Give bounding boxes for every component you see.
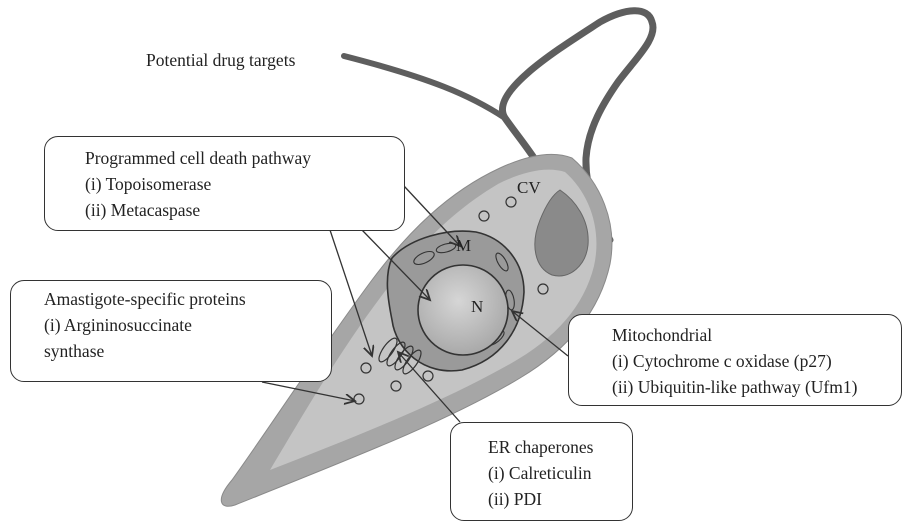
label-nucleus: N <box>471 297 483 317</box>
er-item-1: (i) Calreticulin <box>488 460 632 486</box>
mitochondrial-item-1: (i) Cytochrome c oxidase (p27) <box>612 348 901 374</box>
mitochondrial-heading: Mitochondrial <box>612 322 901 348</box>
amastigote-item-1-cont: synthase <box>44 338 331 364</box>
flagellum-tail <box>344 56 505 118</box>
pcd-item-1: (i) Topoisomerase <box>85 171 404 197</box>
amastigote-proteins-box: Amastigote-specific proteins (i) Arginin… <box>10 280 332 382</box>
pcd-heading: Programmed cell death pathway <box>85 145 404 171</box>
pcd-pathway-box: Programmed cell death pathway (i) Topois… <box>44 136 405 231</box>
er-item-2: (ii) PDI <box>488 486 632 512</box>
mitochondrial-item-2: (ii) Ubiquitin-like pathway (Ufm1) <box>612 374 901 400</box>
pcd-item-2: (ii) Metacaspase <box>85 197 404 223</box>
er-chaperones-box: ER chaperones (i) Calreticulin (ii) PDI <box>450 422 633 521</box>
label-contractile-vacuole: CV <box>517 178 541 198</box>
label-mitochondrion: M <box>456 236 471 256</box>
er-heading: ER chaperones <box>488 434 632 460</box>
mitochondrial-box: Mitochondrial (i) Cytochrome c oxidase (… <box>568 314 902 406</box>
nucleus <box>418 265 508 355</box>
amastigote-item-1: (i) Argininosuccinate <box>44 312 331 338</box>
diagram-title: Potential drug targets <box>146 50 295 71</box>
amastigote-heading: Amastigote-specific proteins <box>44 286 331 312</box>
